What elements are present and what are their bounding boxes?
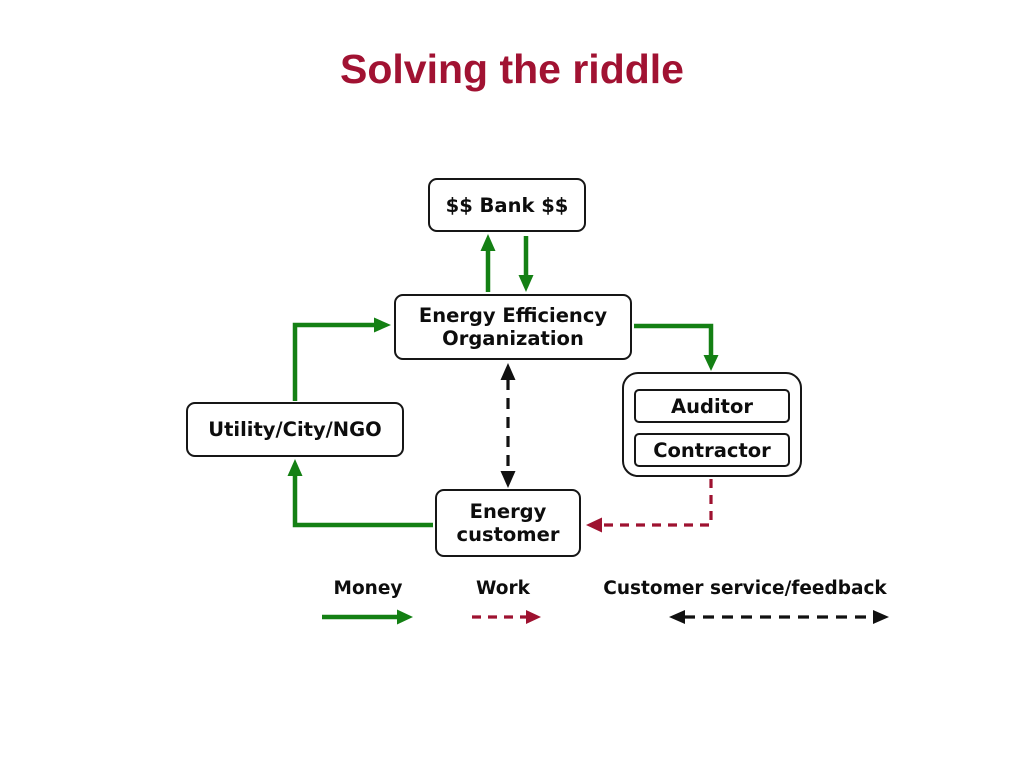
node-auditor: Auditor [634,389,790,423]
arrowhead-right-icon [873,610,889,624]
arrowhead-up-icon [480,234,496,251]
arrow-contractor-to-customer [586,479,713,533]
arrowhead-up-icon [287,459,303,476]
arrow-utility-to-eeo [292,317,391,401]
node-auditor-label: Auditor [671,394,753,418]
arrowhead-right-icon [526,610,541,624]
legend-feedback-label: Customer service/feedback [603,578,887,599]
arrowhead-right-icon [397,609,413,625]
node-energy-customer: Energy customer [435,489,581,557]
arrow-eeo-to-bank [480,234,496,292]
arrow-eeo-customer-feedback [500,363,516,488]
node-utility-city-ngo: Utility/City/NGO [186,402,404,457]
arrow-bank-to-eeo [518,236,534,292]
node-contractor: Contractor [634,433,790,467]
node-utility-label: Utility/City/NGO [208,418,382,441]
node-customer-label-line2: customer [456,523,560,546]
slide-title: Solving the riddle [340,46,684,92]
arrow-line [292,322,375,401]
node-contractor-label: Contractor [653,438,771,462]
arrowhead-right-icon [374,317,391,333]
arrowhead-down-icon [518,275,534,292]
node-customer-label-line1: Energy [469,500,547,523]
node-energy-efficiency-organization: Energy Efficiency Organization [394,294,632,360]
arrowhead-left-icon [669,610,685,624]
arrow-customer-to-utility [287,459,433,528]
arrowhead-up-icon [500,363,516,380]
legend-work-arrow [472,610,541,624]
arrowhead-down-icon [703,355,719,371]
legend-money-arrow [322,609,413,625]
arrow-eeo-to-auditors [634,323,719,371]
legend-work-label: Work [476,578,530,599]
node-bank-label: $$ Bank $$ [445,193,569,217]
legend-feedback-arrow [669,610,889,624]
arrow-line [634,323,714,356]
node-eeo-label-line1: Energy Efficiency [418,304,608,327]
node-eeo-label-line2: Organization [442,327,584,350]
arrowhead-down-icon [500,471,516,488]
group-auditor-contractor: Auditor Contractor [622,372,802,477]
arrowhead-left-icon [586,517,602,533]
legend-money-label: Money [333,578,403,599]
arrow-line [601,479,713,527]
arrow-line [292,474,433,528]
node-bank: $$ Bank $$ [428,178,586,232]
